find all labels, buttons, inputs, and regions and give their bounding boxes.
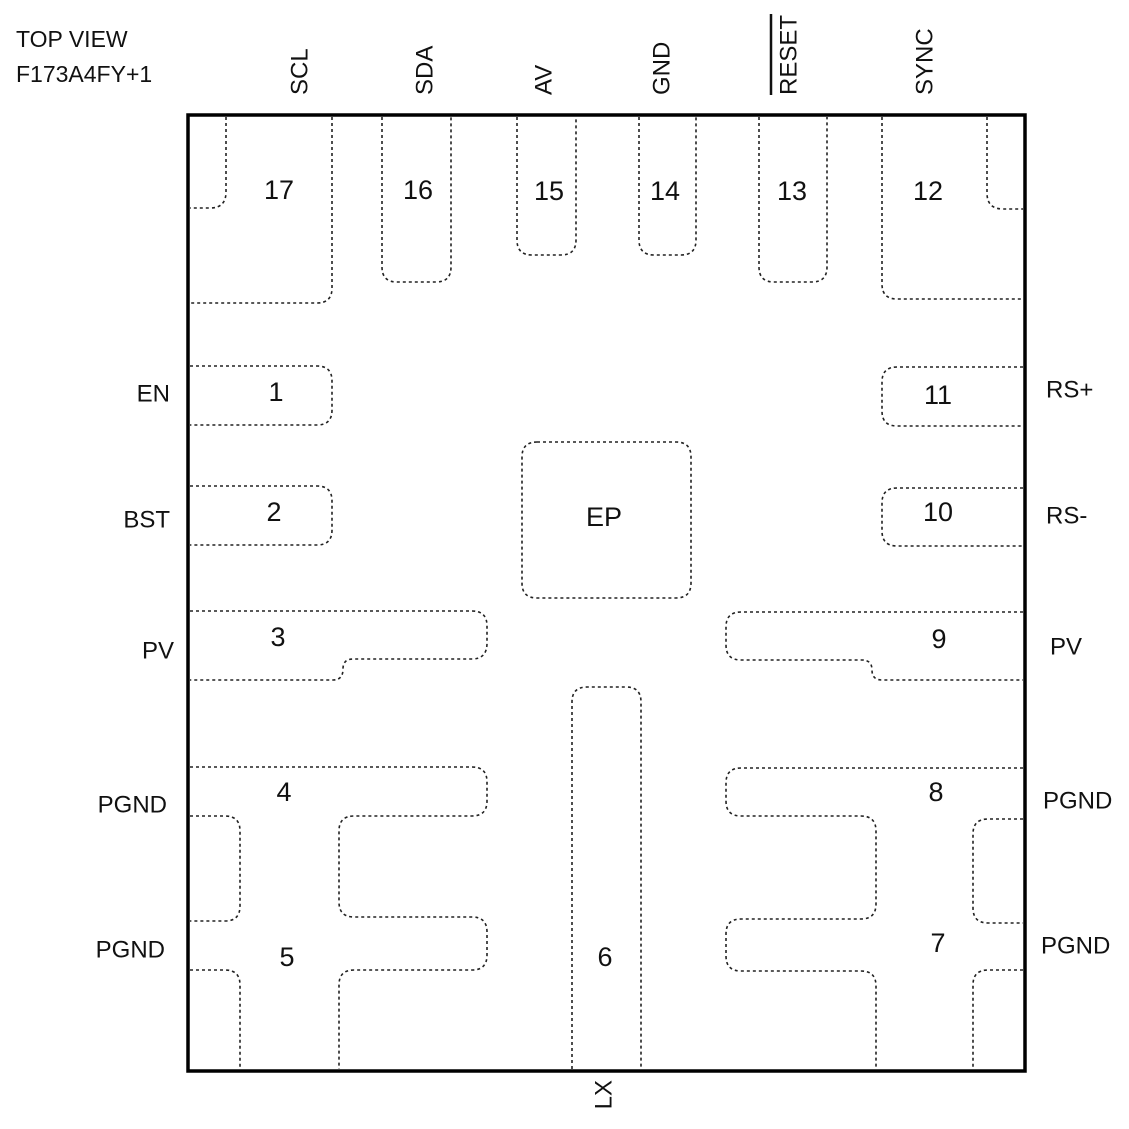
pad-3	[190, 610, 488, 681]
pin-name-11: RS+	[1046, 376, 1093, 403]
pad-10	[881, 487, 1023, 547]
pad-13	[758, 117, 828, 283]
pin-name-1: EN	[137, 380, 170, 407]
pad-15	[516, 117, 577, 256]
pin-number-13: 13	[777, 176, 807, 206]
pin-number-10: 10	[923, 497, 953, 527]
right-pin-names: RS+ RS- PV PGND PGND	[1041, 376, 1112, 959]
pin-name-12: SYNC	[911, 28, 938, 95]
pad-outlines	[190, 117, 1023, 1069]
pin-number-3: 3	[270, 622, 285, 652]
pin-name-17: SCL	[286, 48, 313, 95]
pin-number-6: 6	[597, 942, 612, 972]
top-pin-names: SCL SDA AV GND RESET SYNC	[286, 14, 938, 95]
pin-name-15: AV	[530, 65, 557, 95]
pin-number-7: 7	[930, 928, 945, 958]
pin-name-16: SDA	[411, 46, 438, 95]
pin-name-13: RESET	[775, 15, 802, 95]
left-pin-names: EN BST PV PGND PGND	[96, 380, 174, 963]
pin-numbers: 17 16 15 14 13 12 1 2 3 4 5 6 7 8 9 10 1…	[264, 175, 953, 972]
pin-number-14: 14	[650, 176, 680, 206]
pin-number-1: 1	[268, 377, 283, 407]
part-number: F173A4FY+1	[16, 61, 152, 87]
pad-2	[190, 485, 333, 546]
pin-name-9: PV	[1050, 633, 1082, 660]
pad-14	[638, 117, 697, 256]
pad-17	[190, 117, 333, 304]
pad-12	[881, 117, 1023, 300]
pad-11	[881, 366, 1023, 427]
ep-label: EP	[586, 502, 622, 532]
pin-name-3: PV	[142, 637, 174, 664]
pad-ep	[521, 441, 692, 599]
pin-number-17: 17	[264, 175, 294, 205]
pin-number-9: 9	[931, 624, 946, 654]
pin-number-5: 5	[279, 942, 294, 972]
pad-1	[190, 365, 333, 426]
pad-7	[972, 818, 1023, 1069]
pin-number-11: 11	[924, 380, 952, 410]
pin-name-4: PGND	[98, 791, 167, 818]
pad-8	[725, 767, 1023, 1069]
pin-number-8: 8	[928, 777, 943, 807]
pad-4	[190, 766, 488, 1069]
pin-name-14: GND	[648, 42, 675, 95]
pin-name-5: PGND	[96, 936, 165, 963]
pad-6	[571, 686, 642, 1069]
package-outline	[186, 113, 1027, 1073]
pad-16	[381, 117, 452, 283]
pin-number-2: 2	[266, 497, 281, 527]
pad-9	[725, 611, 1023, 681]
pin-name-2: BST	[123, 506, 170, 533]
pin-name-7: PGND	[1041, 932, 1110, 959]
pin-number-4: 4	[276, 777, 291, 807]
pin-number-16: 16	[403, 175, 433, 205]
view-label: TOP VIEW	[16, 26, 128, 52]
pin-name-8: PGND	[1043, 787, 1112, 814]
pin-name-6: LX	[590, 1080, 617, 1109]
pad-5	[190, 815, 241, 1069]
pin-number-12: 12	[913, 176, 943, 206]
pin-name-10: RS-	[1046, 502, 1087, 529]
pin-number-15: 15	[534, 176, 564, 206]
